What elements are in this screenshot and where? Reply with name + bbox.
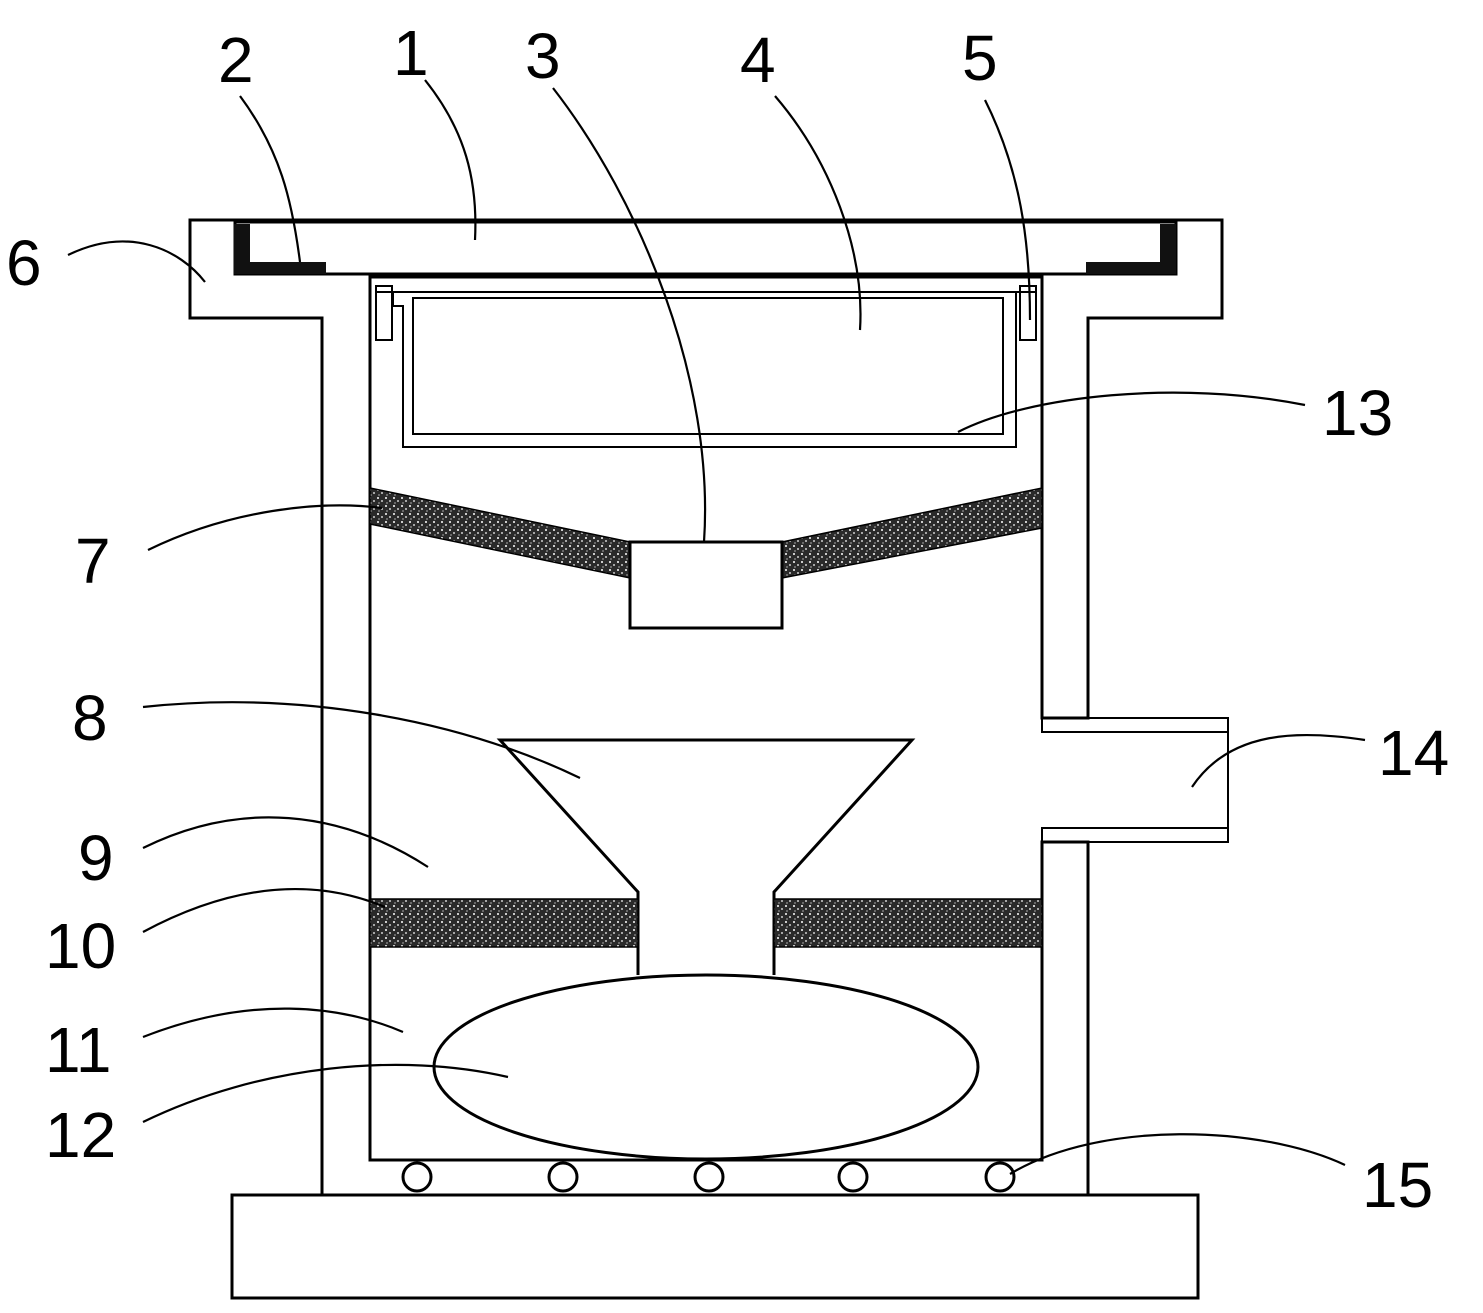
hook-left bbox=[375, 285, 393, 341]
label-12: 12 bbox=[45, 1099, 116, 1171]
label-10: 10 bbox=[45, 910, 116, 982]
leader-6 bbox=[67, 240, 206, 283]
leader-4 bbox=[774, 95, 862, 331]
label-4: 4 bbox=[740, 24, 776, 96]
leader-lines bbox=[67, 79, 1366, 1175]
box-tray bbox=[392, 291, 1017, 448]
leader-8 bbox=[142, 701, 581, 779]
leader-1 bbox=[424, 79, 477, 241]
ball-4 bbox=[837, 1161, 869, 1193]
label-5: 5 bbox=[962, 22, 998, 94]
ball-2 bbox=[547, 1161, 579, 1193]
filter-layer-upper-left bbox=[369, 487, 631, 579]
outlet-pipe-top bbox=[1041, 717, 1229, 733]
label-7: 7 bbox=[75, 525, 111, 597]
label-14: 14 bbox=[1378, 717, 1449, 789]
label-15: 15 bbox=[1362, 1149, 1433, 1221]
label-11: 11 bbox=[45, 1014, 111, 1086]
ball-5 bbox=[984, 1161, 1016, 1193]
label-9: 9 bbox=[78, 822, 114, 894]
center-block bbox=[628, 540, 784, 630]
label-13: 13 bbox=[1322, 377, 1393, 449]
outlet-pipe-bottom bbox=[1041, 827, 1229, 843]
filter-layer-lower-right bbox=[773, 898, 1043, 948]
ball-3 bbox=[693, 1161, 725, 1193]
seal-left bbox=[234, 224, 326, 274]
collector-ellipse bbox=[432, 973, 980, 1161]
filter-layer-lower-left bbox=[369, 898, 639, 948]
box-inner bbox=[412, 297, 1004, 435]
cover-plate bbox=[233, 220, 1178, 276]
label-3: 3 bbox=[525, 20, 561, 92]
leader-14 bbox=[1191, 733, 1366, 788]
leader-9 bbox=[142, 816, 429, 868]
ball-row bbox=[401, 1161, 1016, 1193]
filter-layer-upper-right bbox=[781, 487, 1043, 579]
seal-right bbox=[1086, 224, 1176, 274]
leader-3 bbox=[552, 87, 707, 543]
leader-11 bbox=[142, 1007, 404, 1039]
label-6: 6 bbox=[6, 227, 42, 299]
leader-10 bbox=[142, 888, 386, 933]
hook-right bbox=[1019, 285, 1037, 341]
leader-2 bbox=[239, 95, 302, 263]
leader-13 bbox=[957, 391, 1306, 433]
leader-5 bbox=[984, 99, 1032, 321]
housing-wall bbox=[188, 218, 1224, 1197]
ball-1 bbox=[401, 1161, 433, 1193]
leader-7 bbox=[147, 504, 383, 551]
leader-15 bbox=[1009, 1133, 1346, 1175]
base-plate bbox=[230, 1193, 1200, 1300]
label-2: 2 bbox=[218, 24, 254, 96]
leader-12 bbox=[142, 1063, 509, 1123]
label-8: 8 bbox=[72, 682, 108, 754]
label-1: 1 bbox=[393, 17, 429, 89]
